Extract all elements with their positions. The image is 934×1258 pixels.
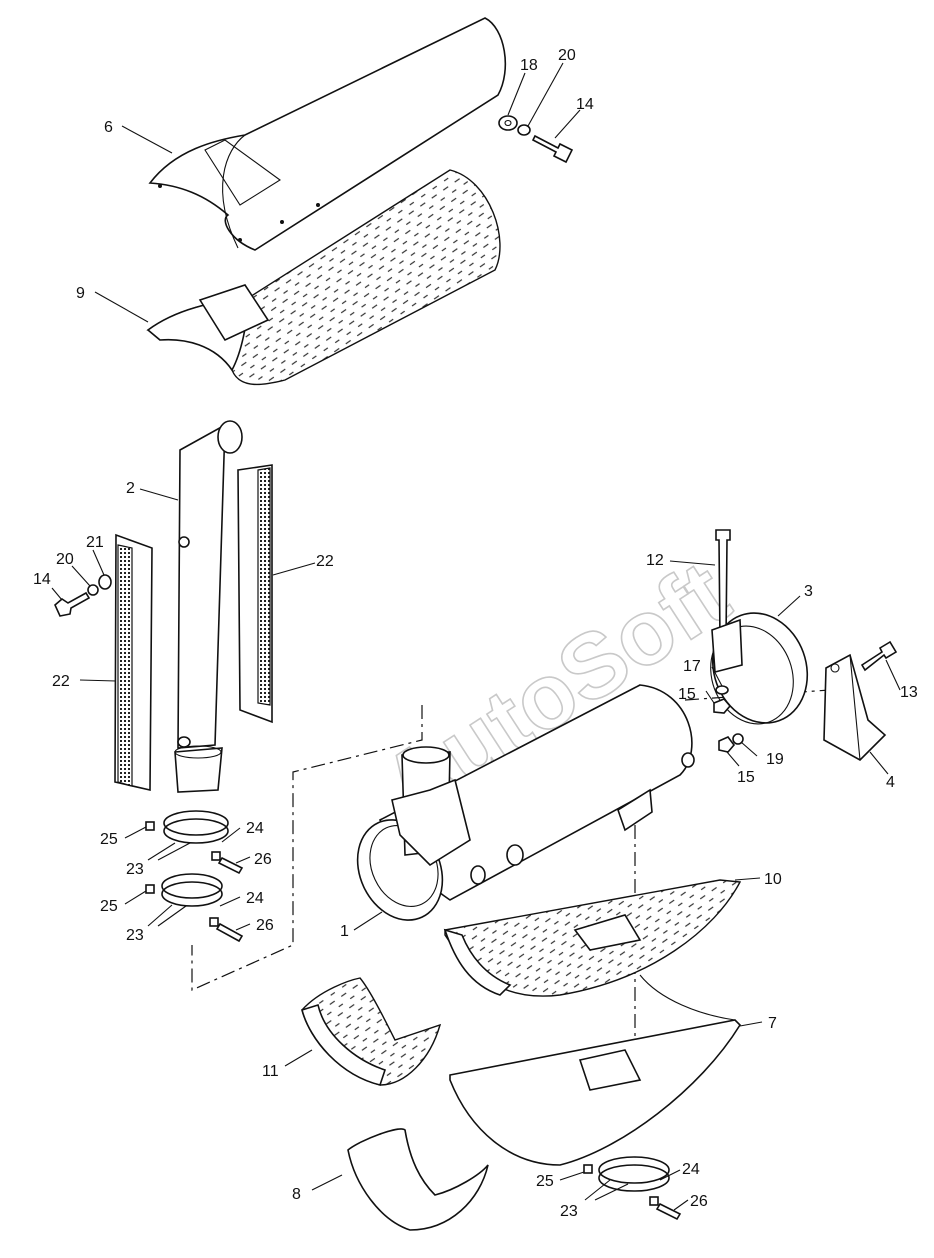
part-1-muffler: [356, 684, 695, 921]
callout-18: 18: [520, 57, 538, 74]
callout-20: 20: [558, 47, 576, 64]
callout-6: 6: [104, 119, 113, 136]
callout-15: 15: [678, 686, 696, 703]
part-14-bolt: [531, 134, 574, 164]
part-8-end-shell: [347, 1128, 489, 1231]
callout-23: 23: [560, 1203, 578, 1220]
clamp-set-middle: [145, 873, 244, 943]
callout-8: 8: [292, 1186, 301, 1203]
centerline-bracket: [684, 689, 831, 701]
callout-26: 26: [256, 917, 274, 934]
callout-7: 7: [768, 1015, 777, 1032]
part-22-guard-right: [237, 464, 273, 724]
part-14-bolt-left: [54, 591, 91, 617]
callout-15: 15: [737, 769, 755, 786]
part-17-washer: [715, 685, 729, 695]
part-13-bolt: [860, 640, 898, 672]
part-20-lock-washer: [517, 124, 531, 136]
part-15-nut-upper: [713, 698, 732, 714]
part-15-nut-lower: [718, 736, 736, 753]
part-4-mounting-bracket: [823, 653, 887, 761]
centerline-left: [191, 705, 423, 991]
callout-25: 25: [100, 898, 118, 915]
clamp-set-upper: [145, 810, 244, 875]
callout-12: 12: [646, 552, 664, 569]
callout-14: 14: [576, 96, 594, 113]
part-21-washer: [98, 574, 112, 590]
callout-23: 23: [126, 927, 144, 944]
part-18-washer: [498, 115, 518, 131]
part-2-exhaust-stack: [174, 420, 243, 793]
callout-14: 14: [33, 571, 51, 588]
part-6-upper-shield: [148, 17, 507, 251]
callout-24: 24: [246, 890, 264, 907]
part-20-lock-washer-left: [87, 584, 99, 596]
part-3-strap-clamp: [710, 612, 809, 725]
callout-10: 10: [764, 871, 782, 888]
callout-26: 26: [690, 1193, 708, 1210]
part-10-lower-insulation: [443, 879, 742, 997]
callout-3: 3: [804, 583, 813, 600]
callout-22: 22: [316, 553, 334, 570]
callout-19: 19: [766, 751, 784, 768]
part-19-lock-washer: [732, 733, 744, 745]
callout-24: 24: [246, 820, 264, 837]
callout-24: 24: [682, 1161, 700, 1178]
callout-2: 2: [126, 480, 135, 497]
leader-lines: [51, 62, 901, 1211]
callout-21: 21: [86, 534, 104, 551]
callout-labels: 6 18 20 14 9 2 22 21 20 14 22 12 3 17 15…: [33, 47, 918, 1220]
part-7-lower-shell: [449, 974, 742, 1166]
clamp-set-lower: [583, 1156, 682, 1221]
callout-26: 26: [254, 851, 272, 868]
callout-25: 25: [100, 831, 118, 848]
part-22-guard-left: [114, 533, 153, 792]
callout-22: 22: [52, 673, 70, 690]
callout-17: 17: [683, 658, 701, 675]
callout-20: 20: [56, 551, 74, 568]
callout-25: 25: [536, 1173, 554, 1190]
callout-11: 11: [262, 1063, 279, 1080]
part-11-end-insulation: [301, 977, 442, 1086]
callout-4: 4: [886, 774, 895, 791]
callout-23: 23: [126, 861, 144, 878]
part-9-upper-insulation: [146, 169, 501, 386]
callout-9: 9: [76, 285, 85, 302]
callout-1: 1: [340, 923, 349, 940]
callout-13: 13: [900, 684, 918, 701]
